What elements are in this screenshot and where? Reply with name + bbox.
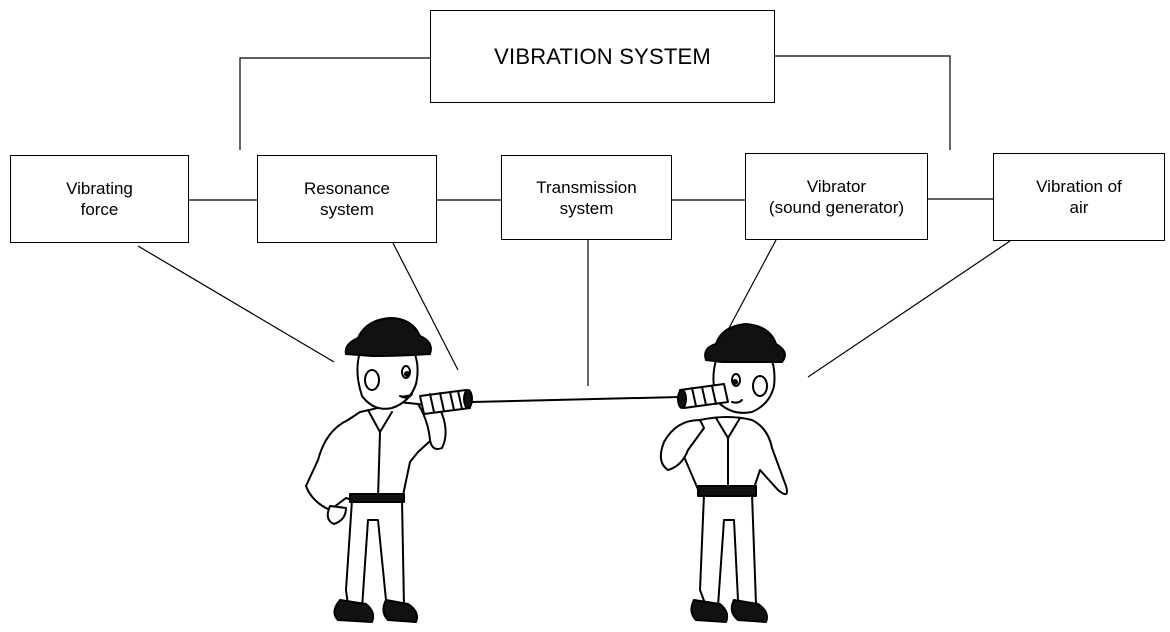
listener-belt — [697, 485, 757, 497]
left-shoe-2 — [382, 599, 418, 623]
box-transmission-system: Transmission system — [501, 155, 672, 240]
title-left-bracket — [239, 57, 430, 150]
resonance-system-label: Resonance system — [303, 179, 390, 219]
listener-tin-can — [677, 383, 729, 409]
left-shoe-1 — [333, 599, 375, 623]
box-vibration-of-air: Vibration of air — [993, 153, 1165, 241]
box-vibrator: Vibrator (sound generator) — [745, 153, 928, 240]
vibrator-label: Vibrator (sound generator) — [768, 176, 905, 217]
pointer-vibration-air — [807, 240, 1011, 378]
listener-hat — [704, 323, 786, 363]
right-shoe-2 — [730, 599, 768, 623]
box-vibrating-force: Vibrating force — [10, 155, 189, 243]
pointer-vibrating-force — [137, 245, 335, 363]
tin-can-string — [471, 396, 681, 403]
vibrating-force-label: Vibrating force — [66, 179, 133, 219]
vibration-of-air-label: Vibration of air — [1036, 177, 1122, 217]
speaker-belt — [349, 493, 405, 503]
pointer-resonance — [392, 242, 459, 371]
speaker-tin-can — [419, 389, 473, 415]
diagram-title: VIBRATION SYSTEM — [494, 44, 711, 69]
listener-man — [659, 323, 788, 623]
box-resonance-system: Resonance system — [257, 155, 437, 243]
title-right-bracket — [775, 55, 951, 150]
speaker-man — [305, 317, 473, 623]
right-shoe-1 — [690, 599, 729, 623]
title-box: VIBRATION SYSTEM — [430, 10, 775, 103]
speaker-hat — [344, 317, 432, 357]
transmission-system-label: Transmission system — [536, 177, 637, 218]
